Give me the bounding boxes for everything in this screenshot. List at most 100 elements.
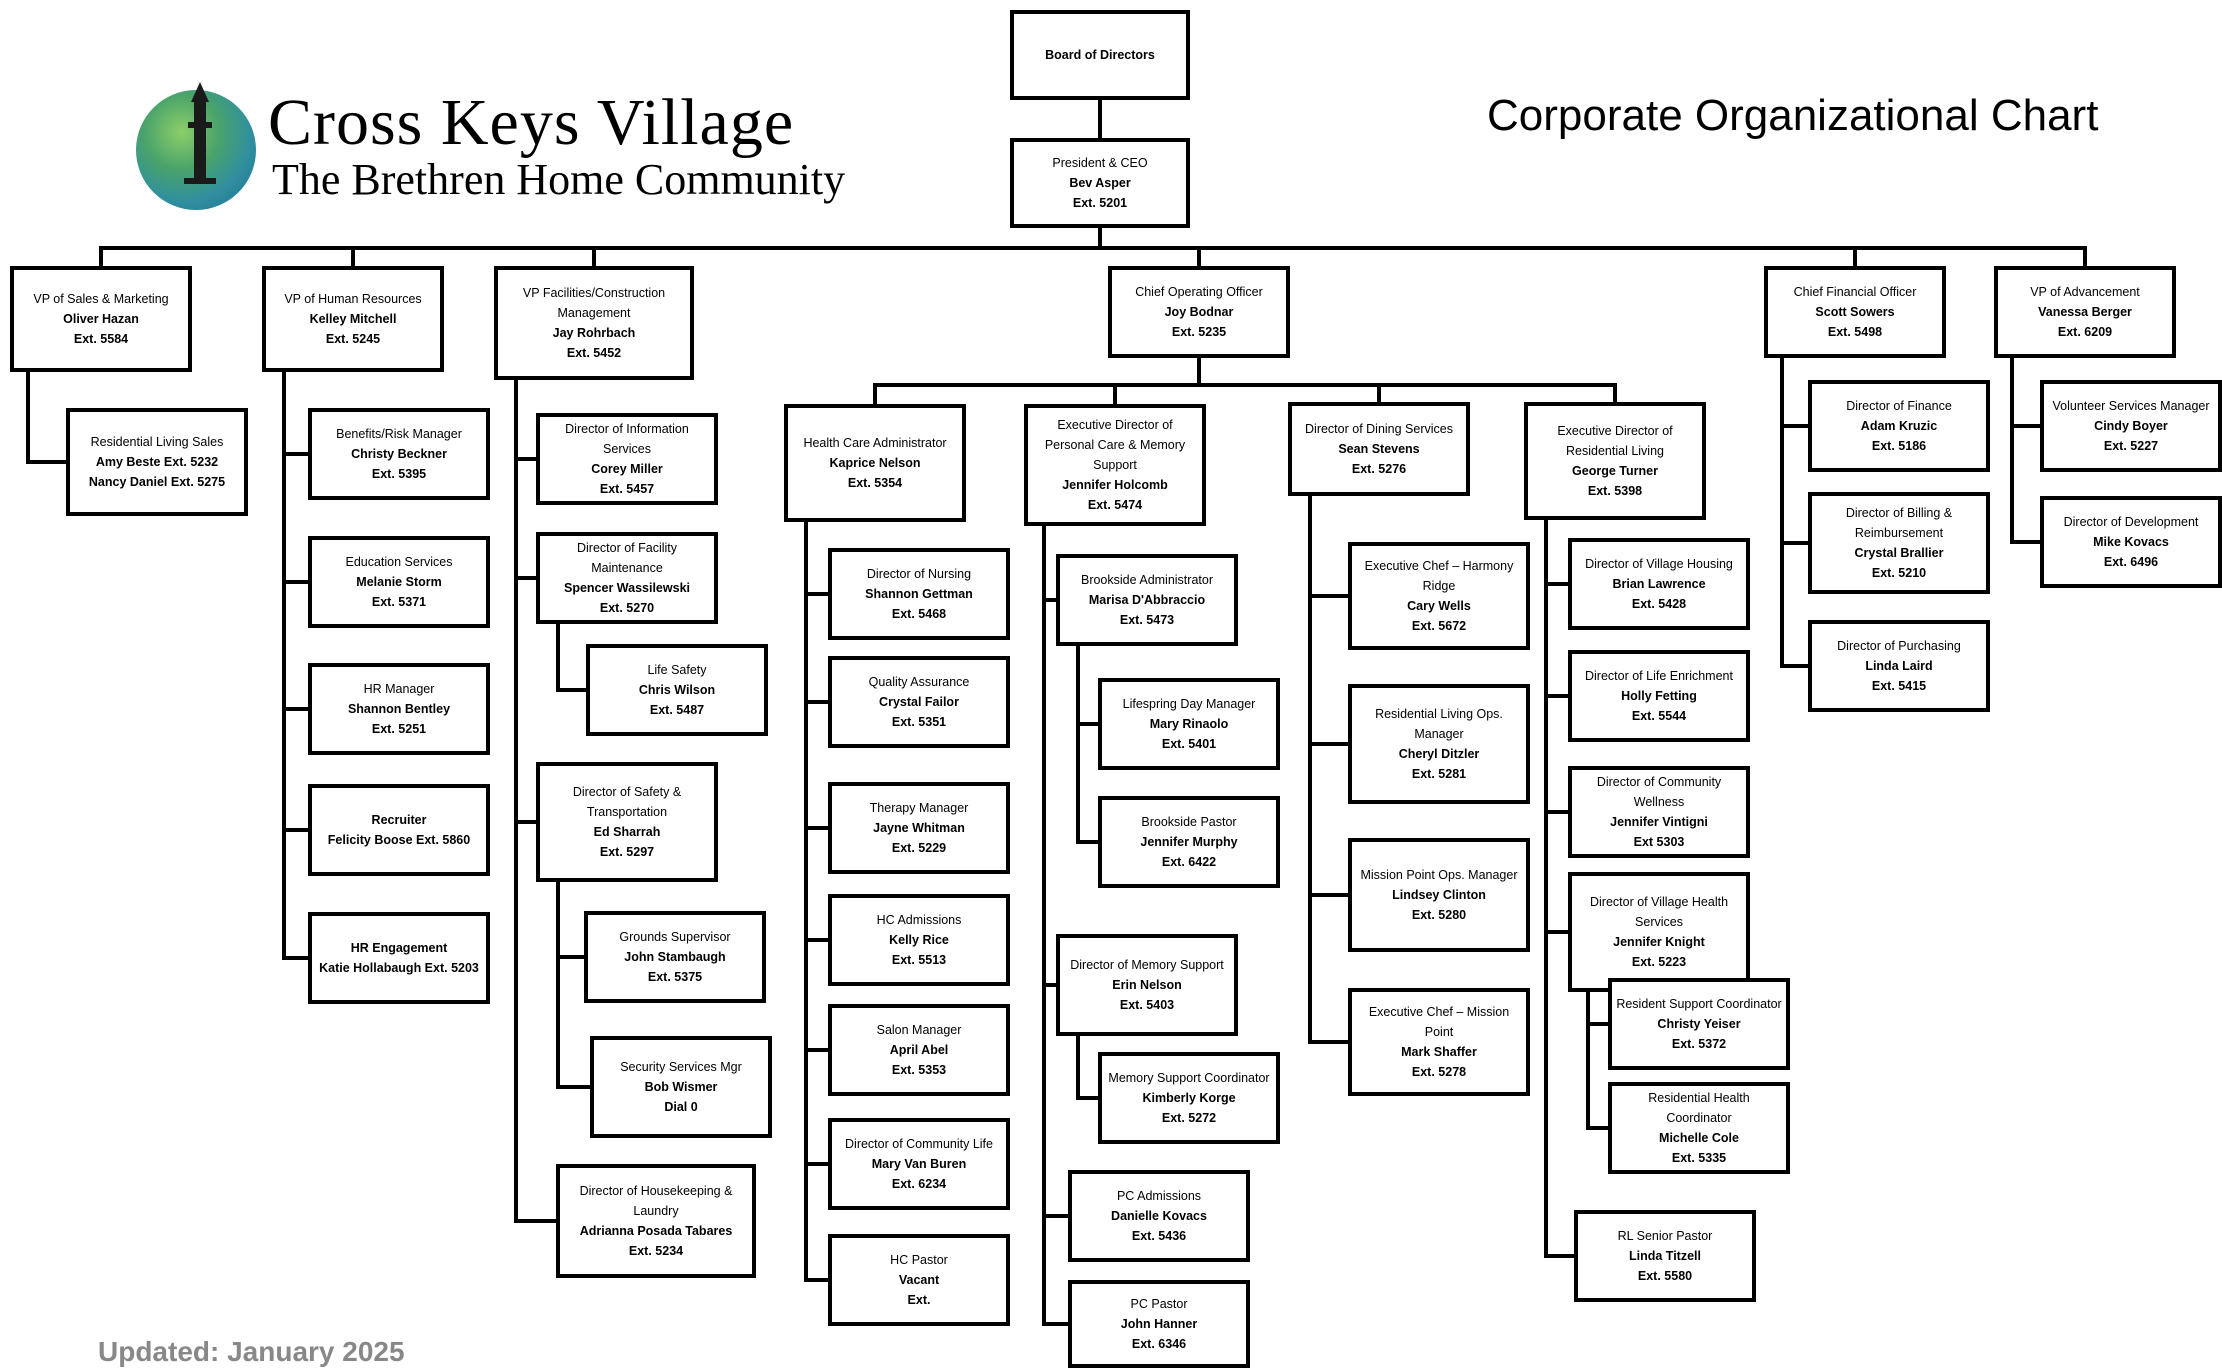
role-title: Director of Community Wellness (1596, 775, 1722, 809)
extension: Ext. 5371 (371, 595, 427, 609)
person-name: Shannon Gettman (865, 587, 973, 601)
person-name: Vanessa Berger (2038, 305, 2132, 319)
extension: Ext. 5498 (1827, 325, 1883, 339)
person-name: Vacant (898, 1273, 940, 1287)
extension: Ext. 5201 (1072, 196, 1128, 210)
role-title: Therapy Manager (869, 801, 969, 815)
role-title: Director of Information Services (565, 422, 689, 456)
role-title: Director of Life Enrichment (1585, 669, 1733, 683)
logo-tagline: The Brethren Home Community (272, 155, 846, 204)
person-name: Adam Kruzic (1860, 419, 1938, 433)
extension: Ext. 5375 (647, 970, 703, 984)
person-name: Ed Sharrah (593, 825, 661, 839)
person-name: Mary Van Buren (871, 1157, 967, 1171)
person-name: Kaprice Nelson (829, 456, 921, 470)
org-box-board: Board of Directors (1010, 10, 1190, 100)
extension: Ext. 5186 (1871, 439, 1927, 453)
extension: Ext. 5245 (325, 332, 381, 346)
extension: Ext. 5428 (1631, 597, 1687, 611)
extension: Ext. 5372 (1671, 1037, 1727, 1051)
role-title: Executive Director of Residential Living (1557, 424, 1673, 458)
role-title: Residential Living Sales (90, 435, 224, 449)
extension: Ext. 5353 (891, 1063, 947, 1077)
person-name: Kelley Mitchell (309, 312, 397, 326)
extension: Dial 0 (664, 1100, 698, 1114)
extension: Ext. 5272 (1161, 1111, 1217, 1125)
extension: Ext. 5251 (371, 722, 427, 736)
person-name: Michelle Cole (1659, 1131, 1739, 1145)
person-name: Sean Stevens (1338, 442, 1420, 456)
org-box-dir-safety: Director of Safety & Transportation Ed Sh… (536, 762, 718, 882)
person-name: HR Engagement (350, 941, 448, 955)
role-title: PC Admissions (1116, 1189, 1202, 1203)
person-name: Jennifer Murphy (1140, 835, 1238, 849)
extension: Felicity Boose Ext. 5860 (327, 833, 471, 847)
role-title: Health Care Administrator (803, 436, 947, 450)
extension: Ext. 5513 (891, 953, 947, 967)
extension: Ext. 5584 (73, 332, 129, 346)
role-title: Executive Chef – Mission Point (1368, 1005, 1510, 1039)
role-title: HC Admissions (876, 913, 962, 927)
person-name: Bev Asper (1069, 176, 1131, 190)
extension: Ext. 5235 (1171, 325, 1227, 339)
role-title: Executive Chef – Harmony Ridge (1364, 559, 1514, 593)
person-name: Lindsey Clinton (1392, 888, 1486, 902)
role-title: Brookside Administrator (1080, 573, 1213, 587)
person-name: Jayne Whitman (873, 821, 965, 835)
role-title: Memory Support Coordinator (1108, 1071, 1270, 1085)
person-name: Linda Laird (1865, 659, 1933, 673)
role-title: Grounds Supervisor (619, 930, 731, 944)
extension: Ext. 5474 (1087, 498, 1143, 512)
role-title: President & CEO (1052, 156, 1148, 170)
role-title: RL Senior Pastor (1617, 1229, 1713, 1243)
role-title: Chief Financial Officer (1793, 285, 1917, 299)
role-title: Director of Development (2063, 515, 2199, 529)
role-title: Quality Assurance (868, 675, 970, 689)
role-title: VP of Human Resources (284, 292, 422, 306)
role-title: Director of Housekeeping & Laundry (579, 1184, 733, 1218)
extension: Ext. (907, 1293, 931, 1307)
role-title: VP of Sales & Marketing (33, 292, 169, 306)
role-title: PC Pastor (1130, 1297, 1188, 1311)
role-title: HR Manager (363, 682, 435, 696)
role-title: Lifespring Day Manager (1122, 697, 1256, 711)
person-name: Christy Yeiser (1657, 1017, 1741, 1031)
extension: Ext. 5227 (2103, 439, 2159, 453)
extension: Ext. 5468 (891, 607, 947, 621)
extension: Ext. 6234 (891, 1177, 947, 1191)
person-name: Kimberly Korge (1142, 1091, 1236, 1105)
person-name: Bob Wismer (644, 1080, 718, 1094)
person-name: Melanie Storm (356, 575, 442, 589)
role-title: Director of Village Housing (1585, 557, 1733, 571)
updated-date: Updated: January 2025 (98, 1336, 405, 1367)
person-name: Kelly Rice (889, 933, 949, 947)
person-name: Mark Shaffer (1401, 1045, 1477, 1059)
extension: Nancy Daniel Ext. 5275 (88, 475, 226, 489)
extension: Ext. 5487 (649, 703, 705, 717)
role-title: Director of Safety & Transportation (572, 785, 682, 819)
